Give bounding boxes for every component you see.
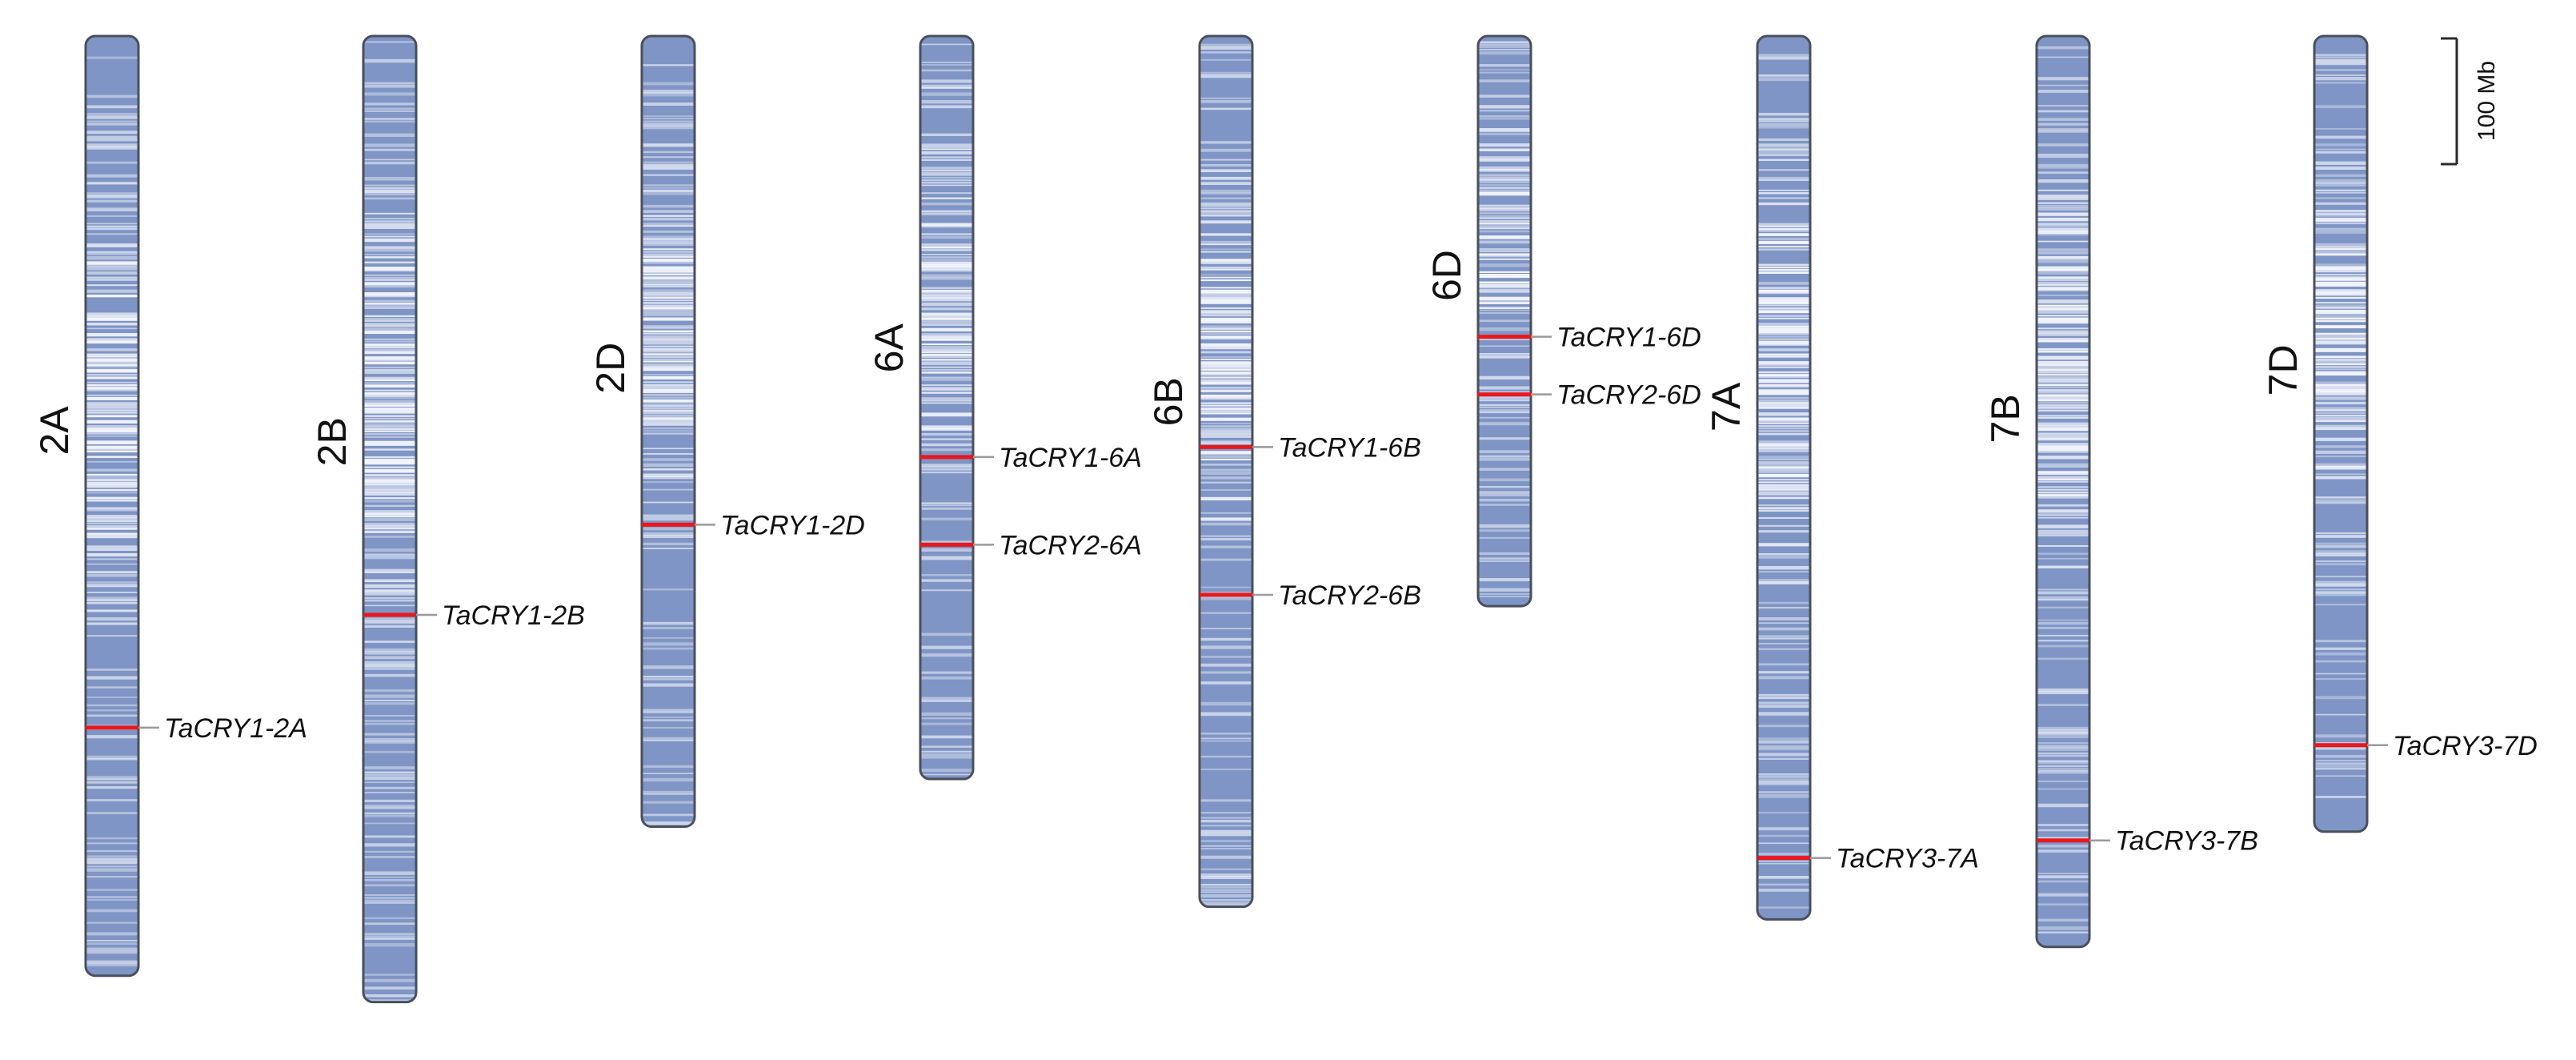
- chromosome-banding: [920, 36, 973, 780]
- chromosome-banding: [363, 36, 416, 1002]
- chromosome-6d: 6D TaCRY1-6D TaCRY2-6D: [1424, 34, 1701, 608]
- scale-bar: 100 Mb: [2441, 37, 2500, 166]
- gene-label: TaCRY3-7D: [2393, 731, 2538, 761]
- chromosome-banding: [1478, 36, 1531, 607]
- chromosome-label: 6B: [1146, 377, 1191, 426]
- gene-label: TaCRY1-2A: [164, 713, 307, 744]
- chromosome-2b: 2B TaCRY1-2B: [310, 34, 585, 1004]
- gene-label: TaCRY1-2D: [720, 510, 865, 540]
- chromosome-2a: 2A TaCRY1-2A: [32, 34, 307, 978]
- gene-label: TaCRY1-2B: [442, 600, 585, 631]
- chromosome-outline: [2035, 34, 2091, 949]
- chromosome-outline: [1756, 34, 1812, 921]
- gene-label: TaCRY2-6D: [1556, 380, 1701, 411]
- chromosome-6a: 6A TaCRY1-6A TaCRY2-6A: [867, 34, 1142, 781]
- chromosome-6b: 6B TaCRY1-6B TaCRY2-6B: [1146, 34, 1421, 909]
- gene-label: TaCRY1-6D: [1556, 323, 1701, 353]
- chromosome-label: 2D: [588, 343, 633, 394]
- chromosome-outline: [640, 34, 696, 829]
- chromosome-outline: [1476, 34, 1532, 608]
- chromosome-7b: 7B TaCRY3-7B: [1983, 34, 2258, 949]
- chromosome-outline: [2313, 34, 2369, 833]
- chromosome-outline: [362, 34, 418, 1004]
- chromosome-2d: 2D TaCRY1-2D: [588, 34, 865, 829]
- gene-label: TaCRY2-6A: [999, 530, 1142, 560]
- scale-bar-label: 100 Mb: [2474, 61, 2500, 141]
- chromosome-label: 2A: [32, 406, 77, 456]
- chromosome-banding: [642, 36, 695, 827]
- chromosome-banding: [1200, 36, 1252, 907]
- chromosome-label: 7A: [1704, 382, 1749, 432]
- gene-label: TaCRY3-7A: [1836, 844, 1979, 874]
- chromosome-outline: [1198, 34, 1254, 909]
- gene-label: TaCRY3-7B: [2115, 826, 2258, 857]
- gene-label: TaCRY2-6B: [1278, 580, 1421, 611]
- chromosome-banding: [86, 36, 138, 976]
- gene-label: TaCRY1-6B: [1278, 432, 1421, 463]
- chromosome-banding: [2037, 36, 2089, 947]
- chromosomes-layer: 2A TaCRY1-2A 2B TaCRY1-2B 2D TaCRY1-2D 6A TaCRY…: [32, 34, 2538, 1004]
- chromosome-label: 6A: [867, 323, 911, 373]
- chromosome-7a: 7A TaCRY3-7A: [1704, 34, 1979, 921]
- gene-label: TaCRY1-6A: [999, 443, 1142, 473]
- chromosome-7d: 7D TaCRY3-7D: [2261, 34, 2538, 833]
- chromosome-label: 6D: [1424, 250, 1469, 301]
- chromosome-label: 7D: [2261, 344, 2306, 395]
- chromosome-outline: [919, 34, 975, 781]
- chromosome-label: 7B: [1983, 394, 2028, 443]
- chromosome-outline: [84, 34, 140, 978]
- chromosome-label: 2B: [310, 417, 355, 466]
- chromosome-banding: [2314, 36, 2367, 832]
- chromosome-banding: [1757, 36, 1810, 920]
